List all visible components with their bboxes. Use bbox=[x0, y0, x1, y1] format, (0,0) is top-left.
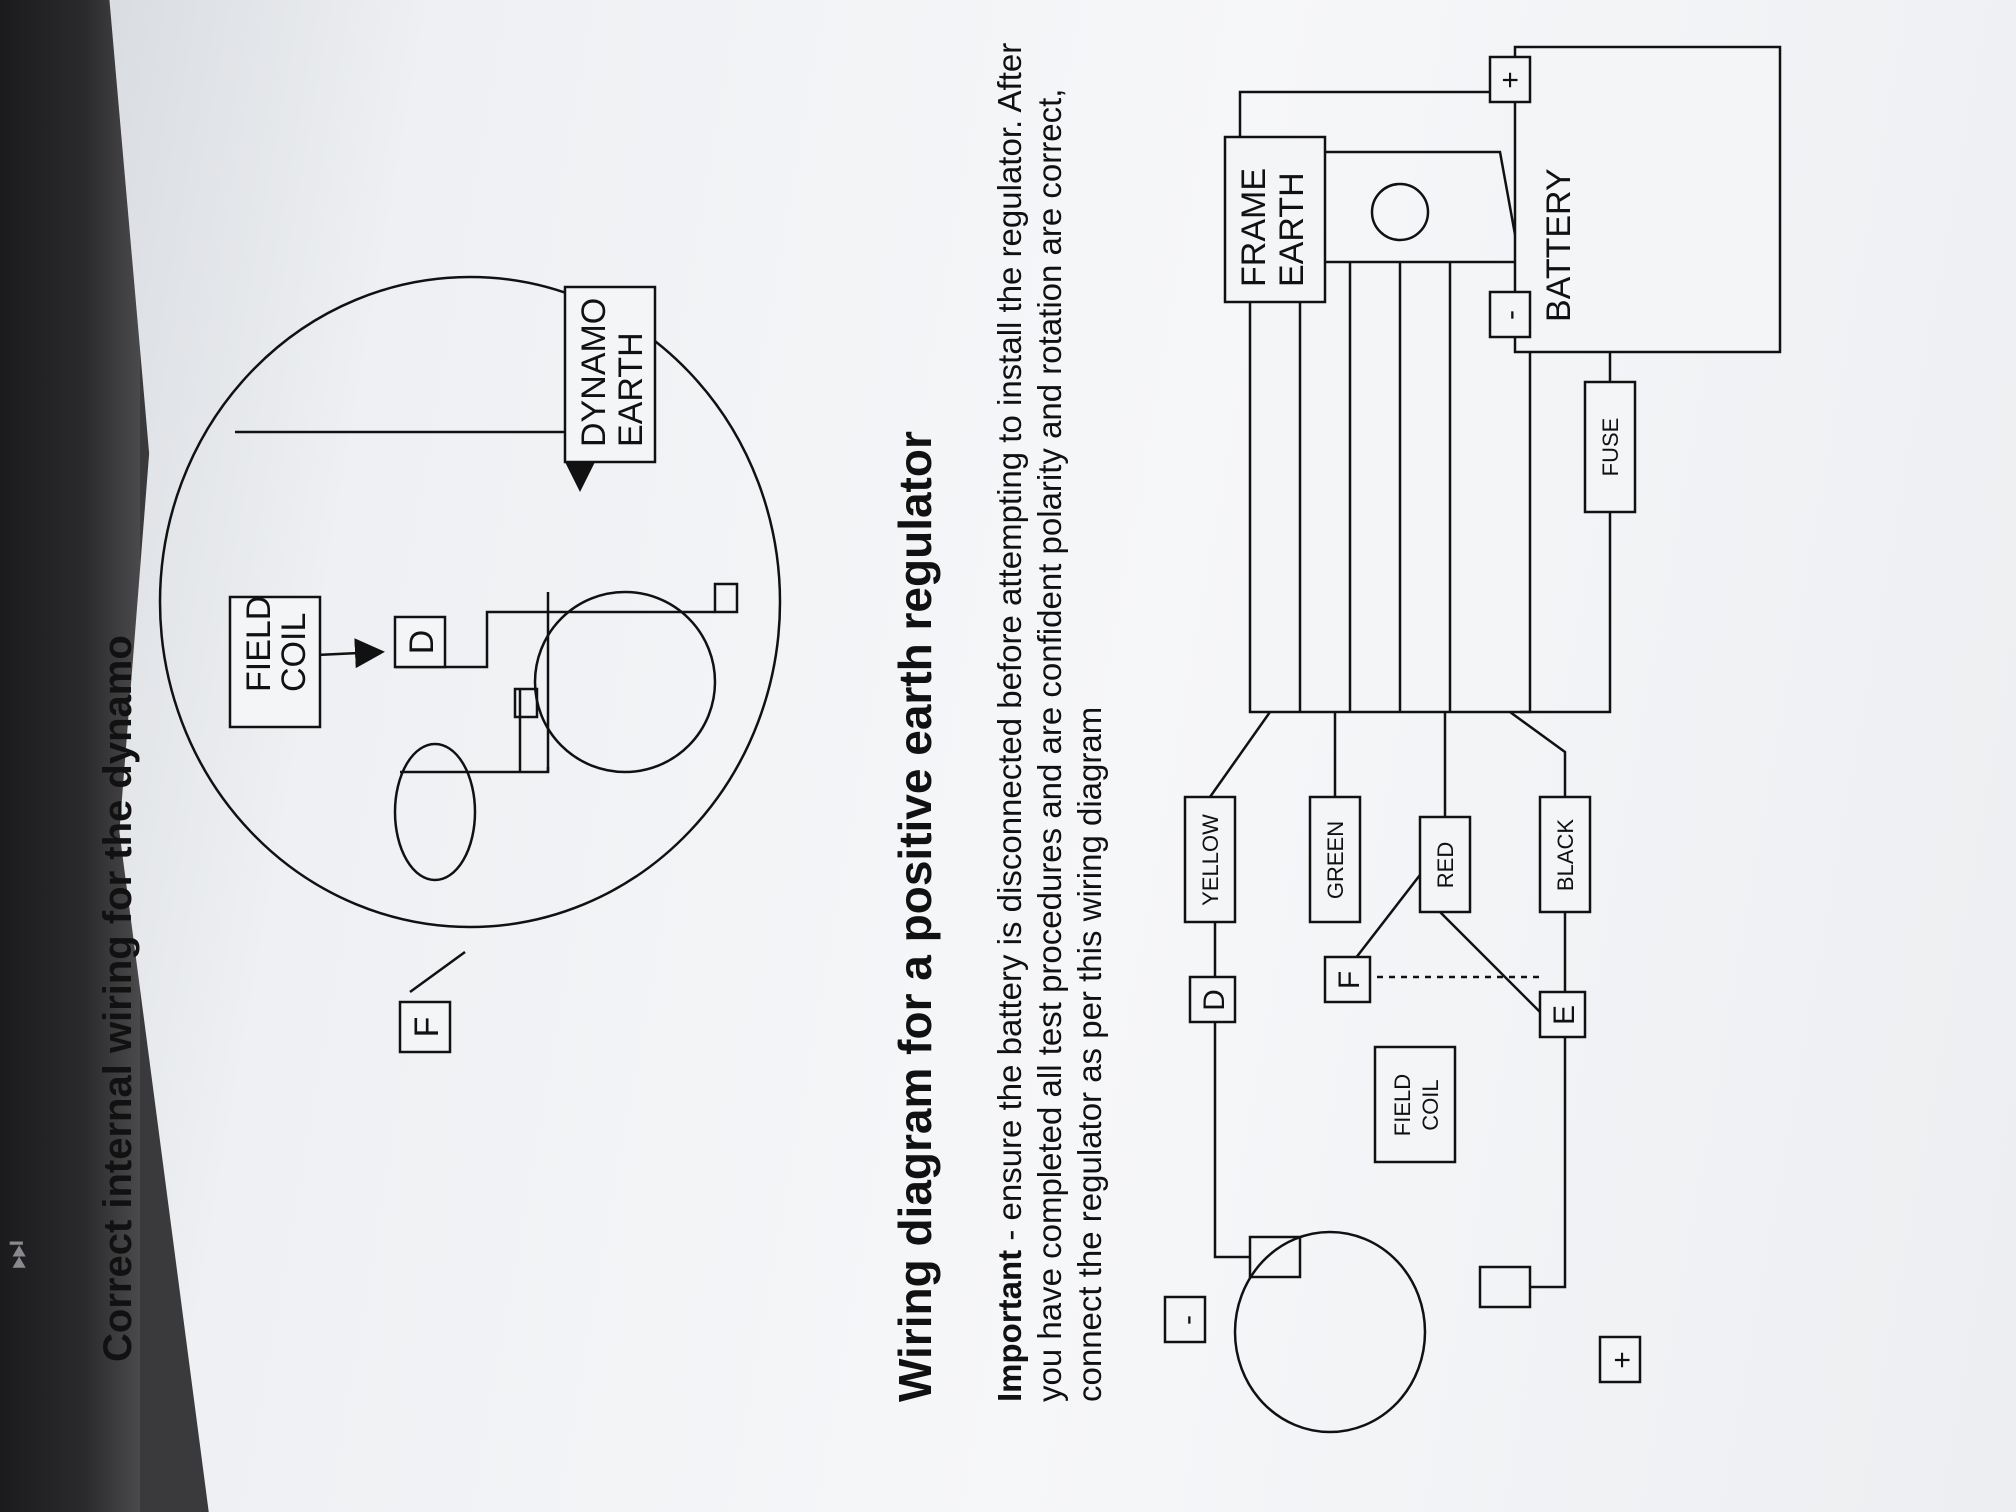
dynamo-brush-lower bbox=[1478, 1265, 1532, 1309]
minus-terminal-box bbox=[1163, 1295, 1207, 1344]
d-terminal-text-bottom: D bbox=[1198, 989, 1231, 1011]
wire-f-green bbox=[1344, 861, 1431, 973]
d-terminal-box bbox=[393, 615, 447, 669]
field-coil-bottom-line2: COIL bbox=[1418, 1079, 1443, 1130]
dynamo-brush-upper bbox=[1248, 1235, 1302, 1279]
plus-terminal-box bbox=[1598, 1335, 1642, 1384]
minus-terminal-text: - bbox=[1171, 1315, 1204, 1325]
dynamo-earth-box bbox=[563, 285, 657, 464]
dynamo-outer-circle bbox=[158, 275, 782, 929]
frame-earth-line2: EARTH bbox=[1273, 172, 1311, 287]
field-coil-box bbox=[228, 595, 322, 729]
wire-label-red: RED bbox=[1433, 842, 1458, 888]
regulator-body bbox=[1248, 260, 1532, 714]
field-coil-bottom-line1: FIELD bbox=[1390, 1074, 1415, 1136]
fuse-label: FUSE bbox=[1598, 418, 1623, 477]
dynamo-earth-line2: EARTH bbox=[612, 332, 650, 447]
battery-plus-text: + bbox=[1494, 71, 1527, 89]
wire-reg-black bbox=[1509, 710, 1567, 797]
dynamo-earth-line1: DYNAMO bbox=[575, 298, 613, 447]
f-terminal-box-bottom bbox=[1323, 955, 1372, 1004]
wire-e-red bbox=[1429, 901, 1546, 1018]
field-coil-ellipse bbox=[393, 742, 477, 882]
dark-background bbox=[0, 0, 140, 1512]
wire-label-yellow: YELLOW bbox=[1198, 814, 1223, 906]
wire-field-armature bbox=[400, 689, 522, 774]
frame-earth-box bbox=[1223, 135, 1327, 304]
wire-d-left bbox=[1213, 1007, 1250, 1259]
field-coil-line2: COIL bbox=[275, 613, 313, 692]
wire-f bbox=[409, 950, 466, 994]
wire-label-black: BLACK bbox=[1553, 819, 1578, 891]
d-terminal-text: D bbox=[403, 630, 441, 655]
f-terminal-text-bottom: F bbox=[1333, 971, 1366, 989]
e-terminal-text-bottom: E bbox=[1548, 1005, 1581, 1025]
frame-earth-line1: FRAME bbox=[1235, 168, 1273, 287]
f-terminal-box bbox=[398, 1000, 452, 1054]
e-terminal-box-bottom bbox=[1538, 990, 1587, 1039]
wire-e-left bbox=[1530, 1037, 1567, 1289]
plus-terminal-text: + bbox=[1606, 1351, 1639, 1369]
brush-bottom bbox=[713, 582, 739, 614]
wire-reg-fuse bbox=[1520, 512, 1612, 714]
dynamo-circle bbox=[1233, 1230, 1427, 1434]
battery-minus-box bbox=[1488, 290, 1532, 339]
battery-label: BATTERY bbox=[1540, 168, 1578, 322]
battery-box bbox=[1513, 45, 1782, 354]
wire-reg-yellow bbox=[1208, 711, 1272, 798]
wire-frame-earth bbox=[1238, 90, 1505, 137]
battery-minus-text: - bbox=[1494, 310, 1527, 320]
battery-plus-box bbox=[1488, 55, 1532, 104]
field-coil-box-bottom bbox=[1373, 1045, 1457, 1164]
d-terminal-box-bottom bbox=[1188, 975, 1237, 1024]
armature-circle bbox=[533, 590, 717, 774]
regulator-hole bbox=[1370, 182, 1430, 242]
wire-label-green: GREEN bbox=[1323, 821, 1348, 899]
f-terminal-text: F bbox=[408, 1017, 446, 1038]
brush-top bbox=[513, 687, 539, 719]
field-coil-line1: FIELD bbox=[240, 596, 278, 692]
